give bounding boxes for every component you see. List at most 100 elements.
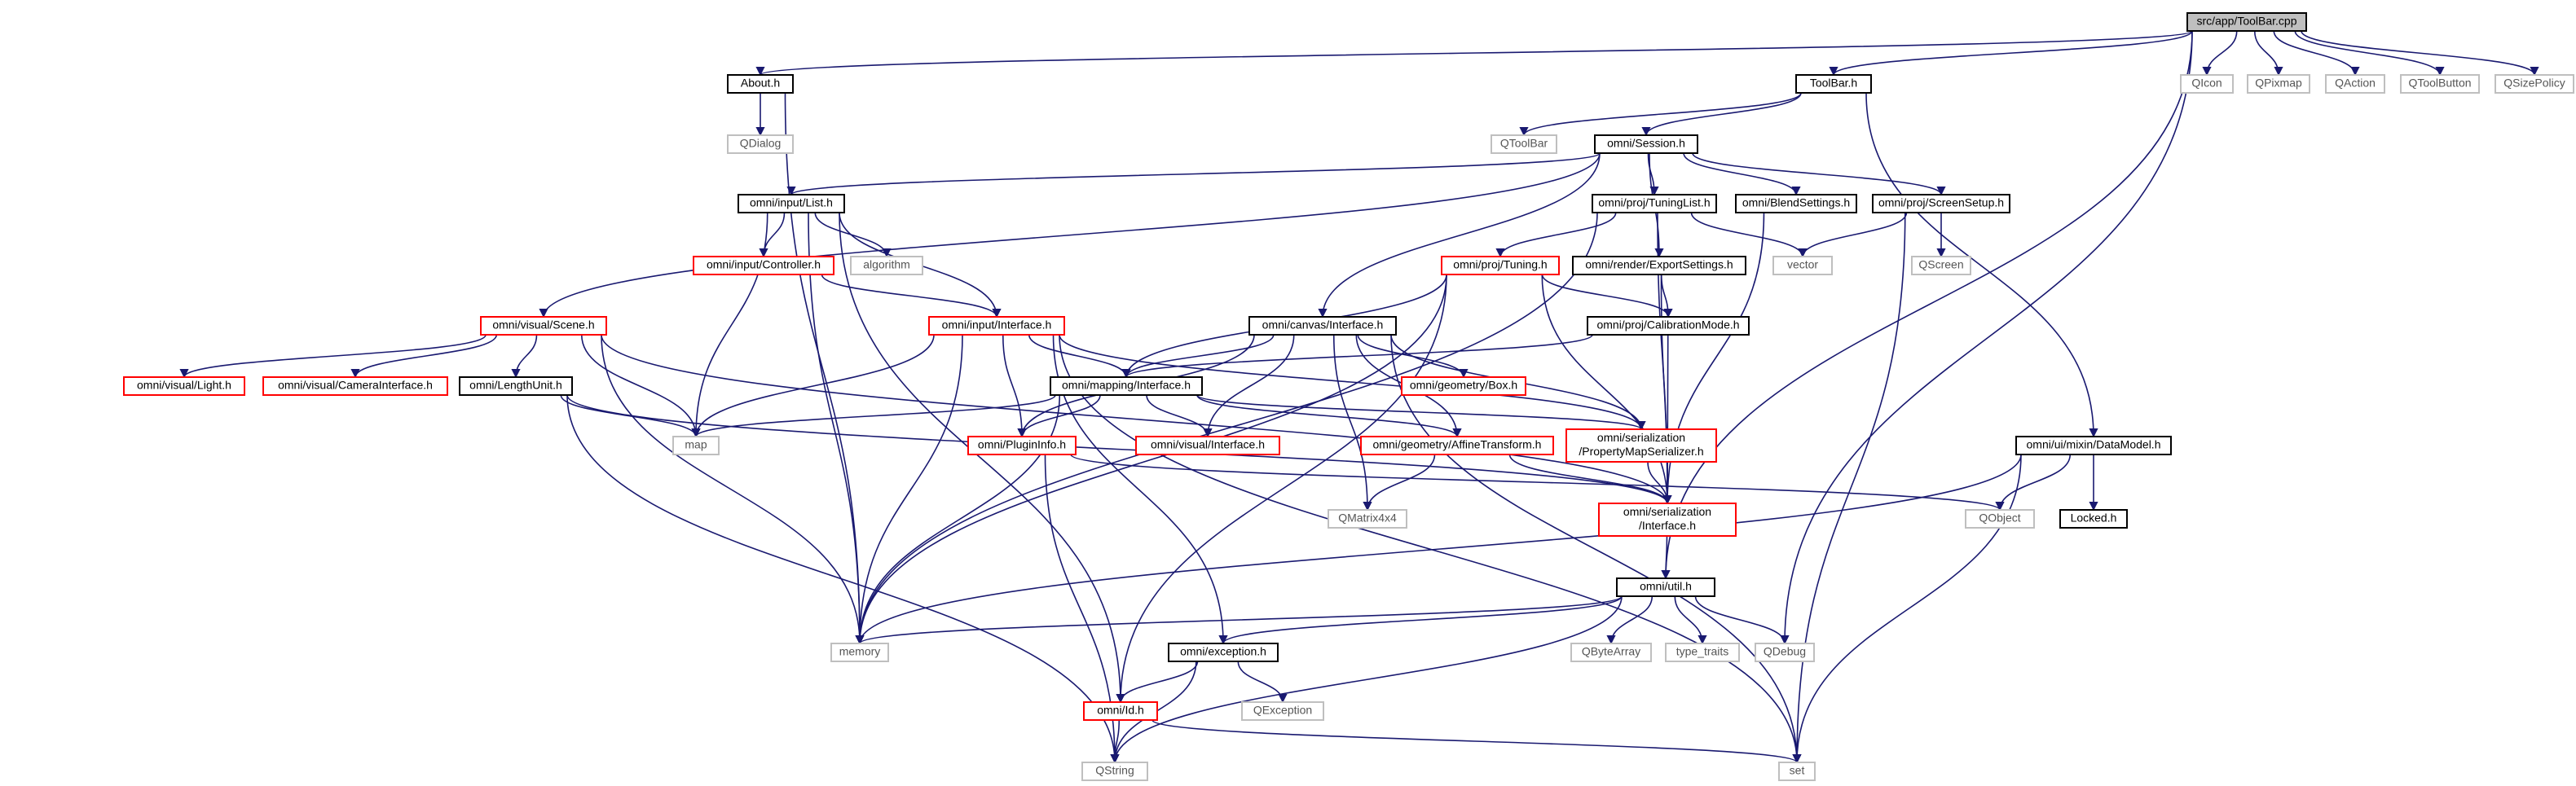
- edge-session-to-scene: [539, 152, 1601, 318]
- node-vector: vector: [1772, 256, 1833, 275]
- node-box: [1050, 376, 1203, 396]
- node-box: [850, 256, 923, 275]
- node-box: [2186, 12, 2307, 32]
- node-algorithm: algorithm: [850, 256, 923, 275]
- node-box: [1168, 643, 1279, 662]
- node-label: omni/visual/Scene.h: [492, 318, 594, 332]
- edge-util-to-qdebug: [1694, 595, 1790, 645]
- edge-root-to-about: [756, 30, 2193, 77]
- edge-root-to-qsizepolicy: [2301, 30, 2539, 77]
- node-locked-h[interactable]: Locked.h: [2059, 509, 2128, 529]
- node-qtoolbar: QToolBar: [1491, 134, 1557, 154]
- edge-inputiface-to-propmap: [1059, 334, 1646, 431]
- edge-canvasiface-to-qmatrix: [1332, 334, 1372, 512]
- node-box: [459, 376, 573, 396]
- node-box: [1241, 701, 1324, 721]
- edge-propmap-to-seriface: [1647, 461, 1672, 505]
- node-omni-visual-camerainterface-h[interactable]: omni/visual/CameraInterface.h: [262, 376, 448, 396]
- node-box: [1594, 134, 1698, 154]
- node-omni-mapping-interface-h[interactable]: omni/mapping/Interface.h: [1050, 376, 1203, 396]
- node-label: About.h: [741, 77, 780, 90]
- edge-util-to-memory: [855, 595, 1623, 645]
- node-omni-canvas-interface-h[interactable]: omni/canvas/Interface.h: [1248, 316, 1397, 336]
- node-label: omni/proj/ScreenSetup.h: [1878, 196, 2004, 209]
- node-omni-visual-scene-h[interactable]: omni/visual/Scene.h: [480, 316, 607, 336]
- edge-canvasiface-to-visualiface: [1203, 334, 1295, 438]
- edge-mapping-to-plugininfo: [1017, 394, 1101, 438]
- node-omni-plugininfo-h[interactable]: omni/PluginInfo.h: [967, 436, 1077, 455]
- node-box: [1735, 194, 1857, 213]
- node-box: [1778, 762, 1816, 781]
- node-label: ToolBar.h: [1810, 77, 1857, 90]
- node-label: omni/canvas/Interface.h: [1262, 318, 1384, 332]
- edge-lengthunit-to-seriface: [566, 394, 1672, 505]
- node-omni-visual-interface-h[interactable]: omni/visual/Interface.h: [1135, 436, 1280, 455]
- node-omni-input-interface-h[interactable]: omni/input/Interface.h: [928, 316, 1065, 336]
- node-box: [1565, 428, 1717, 463]
- node-label: QIcon: [2191, 77, 2222, 90]
- node-label: omni/visual/Interface.h: [1151, 438, 1265, 451]
- node-toolbar-h[interactable]: ToolBar.h: [1795, 74, 1872, 94]
- node-omni-proj-screensetup-h[interactable]: omni/proj/ScreenSetup.h: [1872, 194, 2010, 213]
- edge-root-to-qdebug: [1780, 30, 2193, 645]
- node-src-app-toolbar-cpp[interactable]: src/app/ToolBar.cpp: [2186, 12, 2307, 32]
- node-omni-lengthunit-h[interactable]: omni/LengthUnit.h: [459, 376, 573, 396]
- edge-inputlist-to-map: [691, 212, 768, 438]
- node-omni-proj-tuninglist-h[interactable]: omni/proj/TuningList.h: [1592, 194, 1717, 213]
- node-omni-input-controller-h[interactable]: omni/input/Controller.h: [693, 256, 834, 275]
- node-label: set: [1790, 764, 1805, 777]
- edge-calib-to-mapping: [1121, 334, 1593, 379]
- node-label: omni/input/Interface.h: [942, 318, 1052, 332]
- node-omni-id-h[interactable]: omni/Id.h: [1083, 701, 1158, 721]
- node-about-h[interactable]: About.h: [727, 74, 794, 94]
- node-label: QToolBar: [1500, 137, 1548, 150]
- node-memory: memory: [830, 643, 889, 662]
- edge-util-to-typetraits: [1674, 595, 1707, 645]
- node-type-traits: type_traits: [1665, 643, 1740, 662]
- node-omni-proj-calibrationmode-h[interactable]: omni/proj/CalibrationMode.h: [1587, 316, 1750, 336]
- edge-tuninglist-to-memory: [855, 212, 1598, 645]
- node-omni-proj-tuning-h[interactable]: omni/proj/Tuning.h: [1441, 256, 1560, 275]
- edge-scene-to-camera: [350, 334, 498, 379]
- node-label: omni/BlendSettings.h: [1742, 196, 1850, 209]
- edge-util-to-exception: [1218, 595, 1623, 645]
- node-omni-serialization-interface-h[interactable]: omni/serialization/Interface.h: [1598, 503, 1737, 537]
- node-box: [2015, 436, 2172, 455]
- edge-inputiface-to-memory: [855, 334, 963, 645]
- node-omni-ui-mixin-datamodel-h[interactable]: omni/ui/mixin/DataModel.h: [2015, 436, 2172, 455]
- node-omni-render-exportsettings-h[interactable]: omni/render/ExportSettings.h: [1572, 256, 1746, 275]
- node-omni-geometry-affinetransform-h[interactable]: omni/geometry/AffineTransform.h: [1360, 436, 1554, 455]
- edge-session-to-screensetup: [1692, 152, 1946, 196]
- node-label: Locked.h: [2071, 512, 2117, 525]
- node-omni-input-list-h[interactable]: omni/input/List.h: [738, 194, 845, 213]
- edge-inputiface-to-mapping: [1028, 334, 1131, 379]
- node-label: QScreen: [1918, 258, 1963, 271]
- node-label: omni/visual/Light.h: [137, 379, 231, 392]
- node-box: [1328, 509, 1407, 529]
- node-box: [2180, 74, 2234, 94]
- edge-root-to-qicon: [2202, 30, 2238, 77]
- node-box: [1616, 577, 1715, 597]
- node-label: memory: [839, 645, 881, 658]
- edge-scene-to-memory: [601, 334, 865, 645]
- node-omni-blendsettings-h[interactable]: omni/BlendSettings.h: [1735, 194, 1857, 213]
- edge-tuning-to-seriface: [1541, 274, 1672, 505]
- node-box: [1248, 316, 1397, 336]
- edge-root-to-qpixmap: [2253, 30, 2283, 77]
- node-omni-visual-light-h[interactable]: omni/visual/Light.h: [123, 376, 245, 396]
- node-qobject: QObject: [1965, 509, 2035, 529]
- edge-exception-to-id: [1116, 661, 1199, 704]
- node-omni-util-h[interactable]: omni/util.h: [1616, 577, 1715, 597]
- edge-session-to-inputlist: [786, 152, 1601, 196]
- node-qbytearray: QByteArray: [1570, 643, 1652, 662]
- node-label: type_traits: [1676, 645, 1729, 658]
- node-omni-exception-h[interactable]: omni/exception.h: [1168, 643, 1279, 662]
- edge-mapping-to-visualiface: [1146, 394, 1213, 438]
- node-omni-geometry-box-h[interactable]: omni/geometry/Box.h: [1401, 376, 1526, 396]
- node-omni-serialization-propertymapserializer-h[interactable]: omni/serialization/PropertyMapSerializer…: [1565, 428, 1717, 463]
- node-qdialog: QDialog: [727, 134, 794, 154]
- node-omni-session-h[interactable]: omni/Session.h: [1594, 134, 1698, 154]
- node-label: QByteArray: [1582, 645, 1640, 658]
- edge-session-to-canvasiface: [1318, 152, 1601, 318]
